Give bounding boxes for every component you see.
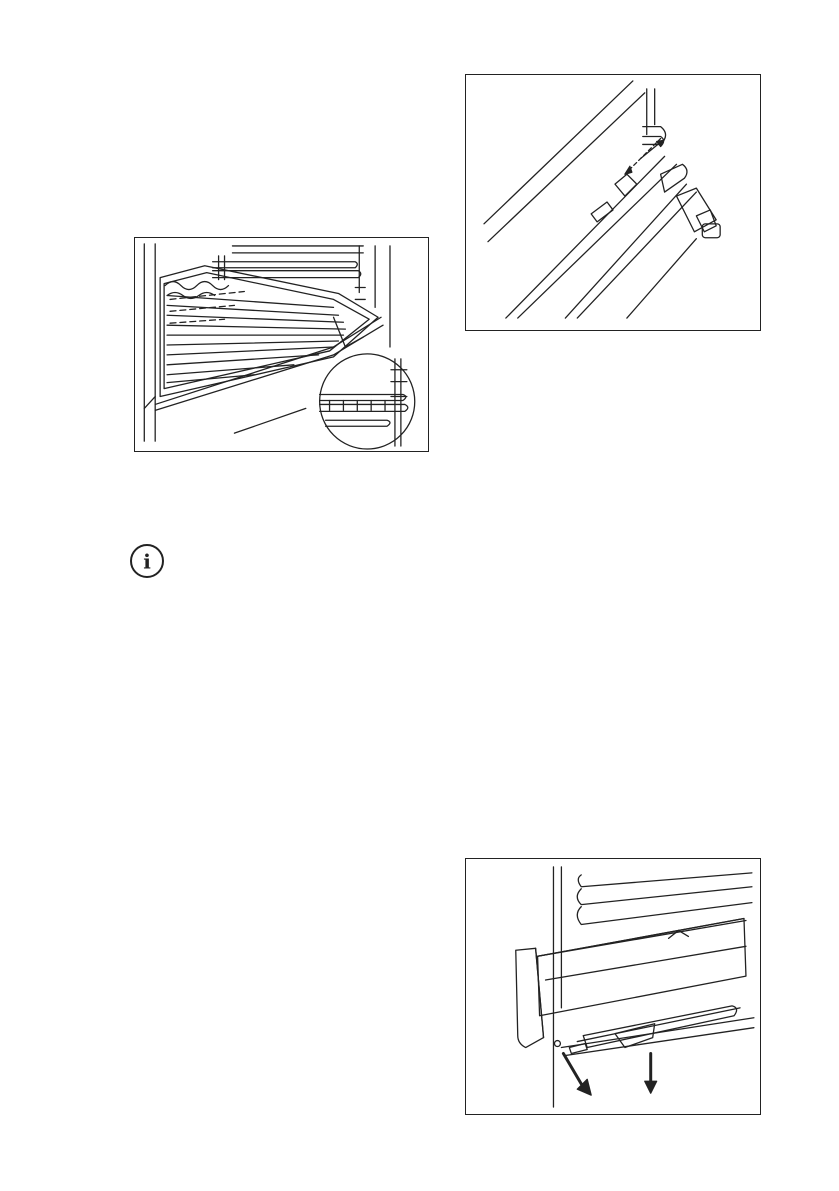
figure-shelf-support-rail [465,74,761,331]
info-glyph: i [143,550,151,574]
figure-drawer-removal [465,858,761,1115]
tray-illustration [135,238,428,451]
drawer-illustration [466,859,760,1114]
shelf-rail-illustration [466,75,760,330]
info-icon: i [129,543,165,579]
figure-tray-on-shelf [134,237,429,452]
